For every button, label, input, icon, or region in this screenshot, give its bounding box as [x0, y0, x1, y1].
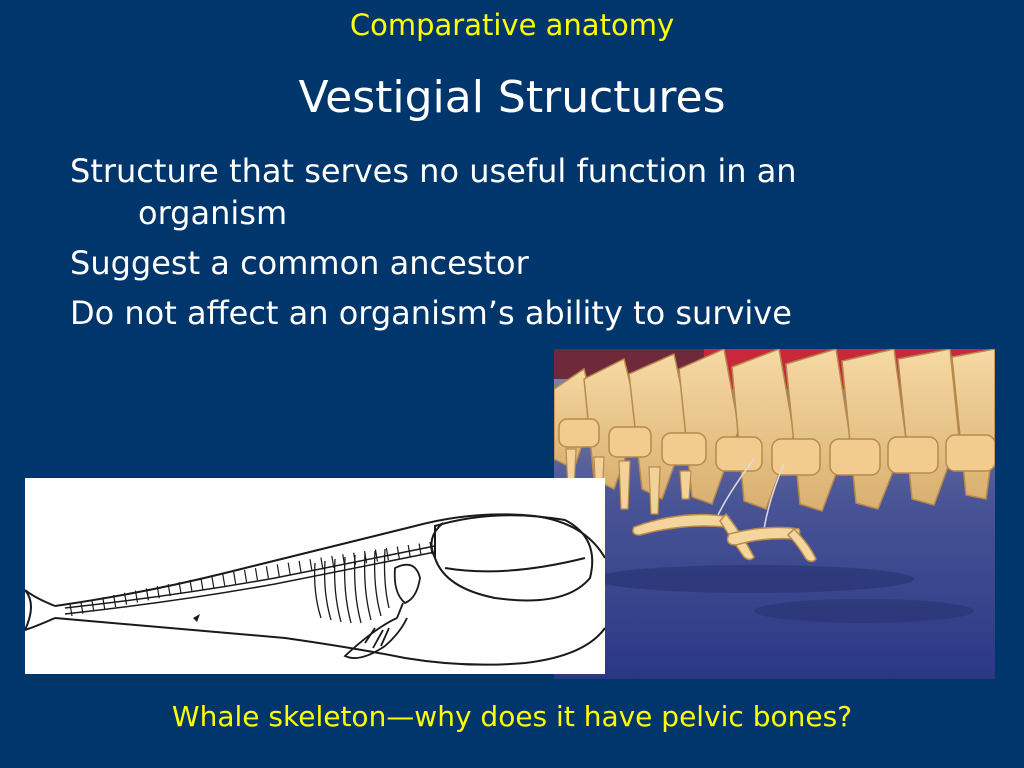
vertebra-tick [276, 564, 280, 577]
vertebra-tick [374, 549, 379, 562]
vertebra-tick [178, 581, 182, 595]
vertebra-tick [407, 544, 411, 558]
vertebra-tick [80, 601, 84, 614]
vertebra-tick [320, 557, 324, 570]
bullet-text: Do not affect an organism’s ability to s… [70, 294, 792, 332]
vertebra-tick [91, 599, 95, 612]
vertebra-tick [429, 541, 433, 555]
vertebra-tick [254, 567, 259, 581]
bullet-text: Suggest a common ancestor [70, 244, 529, 282]
slide-subtitle: Comparative anatomy [349, 8, 675, 42]
vertebra-tick [385, 547, 389, 561]
bullet-list: Structure that serves no useful function… [70, 150, 930, 342]
bullet-text: Structure that serves no useful function… [70, 152, 797, 190]
vertebra-tick [156, 586, 160, 599]
vertebra-tick [298, 560, 302, 574]
vertebra-tick [287, 562, 291, 575]
vertebra-tick [134, 590, 139, 603]
bullet-item: Suggest a common ancestor [70, 242, 930, 284]
vertebra-tick [309, 559, 313, 572]
slide-caption: Whale skeleton—why does it have pelvic b… [171, 700, 853, 733]
vertebra-tick [123, 592, 128, 605]
bullet-item: Structure that serves no useful function… [70, 150, 930, 234]
whale-pelvic-bones-photo [554, 349, 995, 679]
bullet-item: Do not affect an organism’s ability to s… [70, 292, 930, 334]
vertebra-tick [200, 577, 204, 590]
vertebra-tick [189, 579, 193, 592]
photo-illustration [554, 349, 995, 679]
slide-title: Vestigial Structures [298, 72, 726, 123]
vertebra-tick [233, 571, 237, 584]
vertebra-tick [211, 575, 215, 588]
vertebra-tick [265, 566, 269, 579]
bullet-text-continuation: organism [138, 194, 288, 232]
vertebra-tick [222, 573, 226, 586]
vertebra-tick [69, 603, 73, 617]
vertebra-ticks [69, 541, 433, 617]
vertebra-tick [396, 546, 400, 559]
vertebra-tick [145, 588, 149, 601]
vertebra-tick [243, 569, 248, 583]
drawing-illustration [25, 513, 605, 666]
vertebra-tick [331, 555, 335, 568]
vertebra-tick [167, 583, 171, 597]
vertebra-tick [418, 543, 422, 556]
vertebra-tick [113, 594, 117, 608]
vertebra-tick [102, 597, 106, 610]
whale-skeleton-line-drawing [25, 478, 605, 674]
